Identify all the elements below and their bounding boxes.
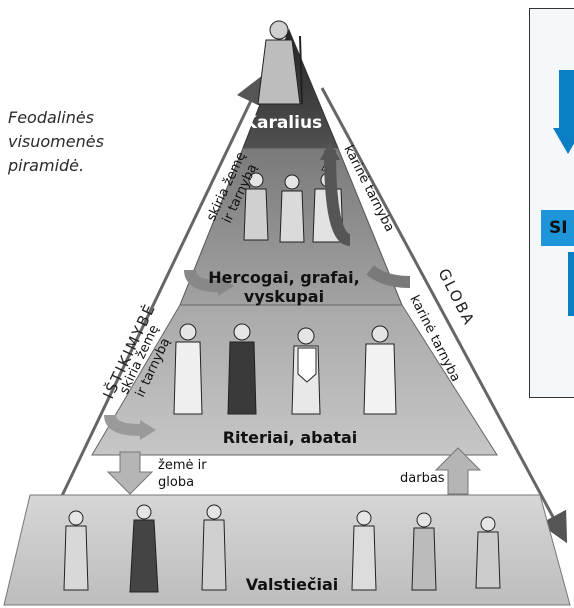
king-figure-icon (257, 20, 303, 105)
service-arrow-lower (366, 265, 411, 288)
side-label-right: GLOBA (434, 266, 478, 329)
side-arrow-bar-icon (568, 252, 574, 316)
grant-arrow-lower (104, 414, 141, 436)
tier-label-second-line2: vyskupai (244, 287, 324, 306)
service-arrow-upper (324, 149, 352, 246)
pyramid-caption: Feodalinės visuomenės piramidė. (8, 106, 148, 178)
side-arrow-down-icon (559, 70, 574, 130)
grant-arrow-upper-head (218, 276, 234, 296)
caption-line: Feodalinės (8, 108, 95, 127)
grant-arrow-lower-head (140, 420, 156, 440)
caption-line: visuomenės (8, 132, 104, 151)
service-arrow-upper-head (320, 142, 340, 160)
caption-line: piramidė. (8, 156, 85, 175)
side-panel (529, 8, 574, 398)
side-arrow-down-tip-icon (553, 128, 574, 154)
tier-label-base: Valstiečiai (246, 575, 339, 594)
tier-label-top: Karalius (244, 113, 322, 133)
right-protection-arrow (320, 87, 568, 544)
work-arrow (434, 447, 482, 495)
side-panel-label: SI (541, 210, 574, 246)
grant-arrow-upper (184, 269, 219, 292)
peasants-figures-icon (63, 504, 501, 593)
tier-label-second-line1: Hercogai, grafai, (208, 268, 359, 287)
work-label: darbas (400, 471, 445, 486)
tier-label-third: Riteriai, abatai (223, 428, 358, 447)
land-protection-label-1: žemė ir (158, 458, 207, 473)
knights-figures-icon (173, 323, 397, 415)
land-protection-arrow (106, 451, 154, 495)
left-loyalty-arrow (58, 74, 265, 501)
land-protection-label-2: globa (158, 475, 194, 490)
